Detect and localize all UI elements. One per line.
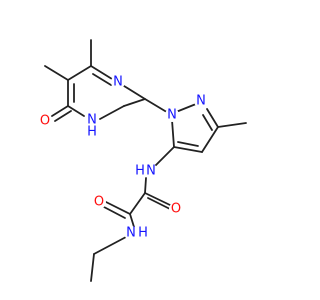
bond-ca-o1 (144, 192, 171, 206)
atom-label-halo (133, 164, 147, 178)
molecule-canvas: N N H O N N N H O O N H (38, 39, 247, 282)
atom-label-halo (194, 94, 208, 108)
bond-cb-o2 (105, 201, 131, 215)
bond-pz-c3-c4 (201, 126, 219, 153)
molecule-structure: N N H O N N N H O O N H (38, 39, 247, 282)
bond-ca-o1-double (147, 197, 171, 210)
atom-labels: N N H O N N N H O O N H (38, 75, 208, 241)
atom-label-halo (92, 195, 106, 209)
atom-amide-h1: H (135, 164, 145, 179)
bond-pz-c4-c5-inner (177, 141, 199, 147)
bond-ca-cb (129, 192, 146, 215)
bond-n3-c4 (90, 65, 113, 80)
bond-pz-n2-c3 (206, 108, 219, 128)
atom-label-halo (85, 125, 99, 139)
atom-amide-h2: H (138, 226, 148, 241)
bond-pz-c5-nh (154, 146, 175, 167)
bond-c6-n1 (67, 105, 85, 117)
atom-amide-n1: N (146, 164, 156, 179)
atom-label-halo (136, 226, 150, 240)
bond-c6-o-double (54, 110, 72, 122)
bond-nh-c-a (144, 177, 147, 194)
atom-label-halo (85, 113, 99, 127)
atom-label-halo (169, 202, 183, 216)
bond-c2-n3-lower (123, 98, 146, 107)
atom-label-halo (144, 164, 158, 178)
atom-pyrazole-n1: N (167, 108, 177, 123)
atom-pyrazole-n2: N (196, 94, 206, 109)
bond-n1-c2 (99, 105, 125, 120)
atom-pyrimidine-n1: N (87, 113, 97, 128)
bond-pz-c4-c5 (173, 146, 203, 153)
bond-n3-c4-inner (92, 73, 112, 86)
bond-c4-c5 (67, 65, 92, 81)
atom-pyrimidine-n3: N (113, 75, 123, 90)
bonds (44, 39, 247, 282)
atom-label-halo (124, 226, 138, 240)
bond-c2-pyrazole-n1 (144, 98, 171, 115)
bond-pz-n2-c3-inner (202, 114, 213, 131)
bond-pz-c5-n1 (171, 119, 175, 148)
atom-oxalyl-o1: O (171, 202, 181, 217)
atom-amide-n2: N (126, 226, 136, 241)
bond-c6-o (51, 105, 69, 117)
atom-pyrimidine-h: H (87, 125, 97, 140)
bond-pz-methyl (217, 122, 247, 128)
bond-nh-ch2 (93, 236, 127, 255)
atom-label-halo (111, 75, 125, 89)
bond-c2-n3 (123, 85, 146, 100)
bond-ch2-ch3 (90, 253, 95, 282)
bond-cb-o2-double (103, 206, 126, 219)
atom-oxalyl-o2: O (94, 195, 104, 210)
bond-cb-nh (129, 213, 135, 228)
bond-c5-methyl (44, 65, 69, 81)
bond-pz-n1-n2 (175, 103, 197, 113)
atom-label-halo (38, 114, 52, 128)
atom-pyrimidine-o: O (40, 114, 50, 129)
atom-label-halo (165, 108, 179, 122)
